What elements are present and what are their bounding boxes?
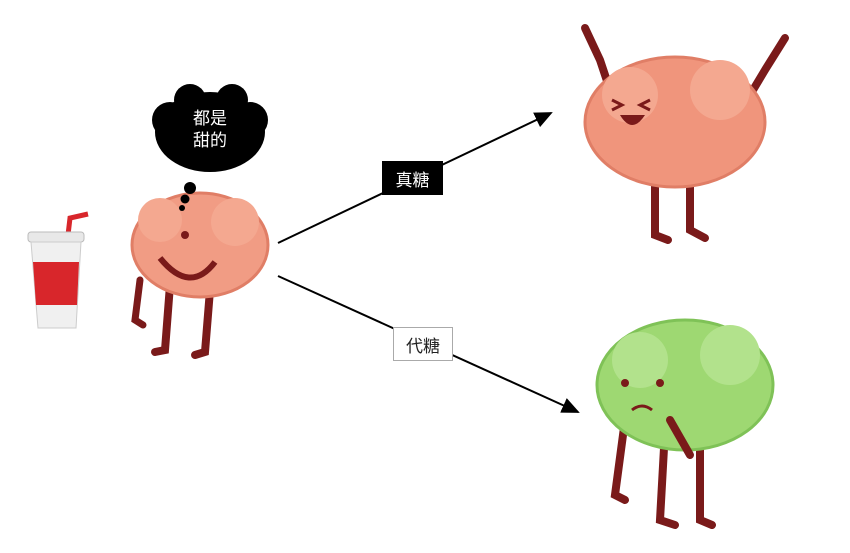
sick-brain-illustration [595,318,775,529]
thought-text: 都是 甜的 [170,108,250,152]
thought-line-1: 都是 [193,109,227,129]
confused-brain-illustration [130,191,270,359]
thought-line-2: 甜的 [193,131,227,151]
soda-cup-icon [27,211,89,329]
happy-brain-illustration [581,24,789,244]
thought-bubble [152,84,268,211]
substitute-sugar-label: 代糖 [393,327,453,361]
real-sugar-label: 真糖 [382,161,443,195]
